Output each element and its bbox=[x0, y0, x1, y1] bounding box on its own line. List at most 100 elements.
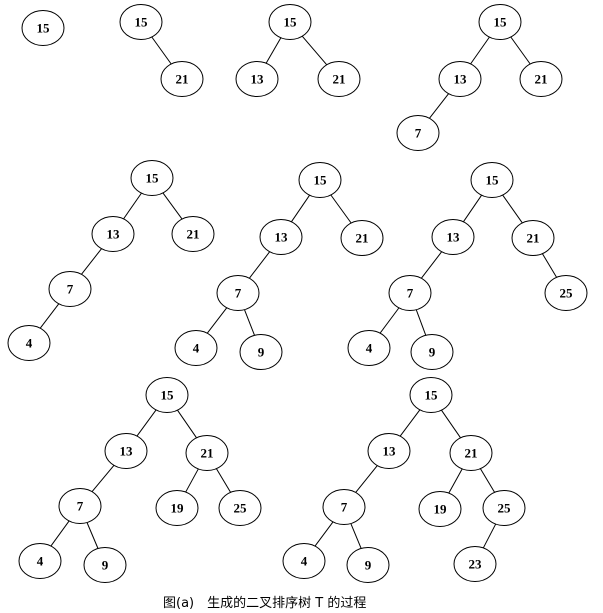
tree-node-7: 7 bbox=[216, 275, 260, 311]
node-circle bbox=[470, 162, 514, 198]
tree-node-25: 25 bbox=[218, 490, 262, 526]
edge-15-13 bbox=[399, 409, 421, 437]
edge-15-21 bbox=[510, 36, 531, 65]
node-value: 9 bbox=[258, 345, 265, 360]
node-value: 15 bbox=[494, 15, 508, 30]
node-circle bbox=[130, 160, 174, 196]
tree-node-13: 13 bbox=[104, 433, 148, 469]
node-circle bbox=[218, 490, 262, 526]
tree-node-13: 13 bbox=[431, 219, 475, 255]
node-circle bbox=[409, 377, 453, 413]
tree-node-21: 21 bbox=[519, 61, 563, 97]
node-circle bbox=[21, 10, 65, 46]
figure-caption: 图(a) 生成的二叉排序树 T 的过程 bbox=[163, 596, 367, 611]
edge-15-13 bbox=[136, 409, 157, 437]
node-value: 9 bbox=[365, 558, 372, 573]
node-circle bbox=[239, 334, 283, 370]
edge-15-13 bbox=[265, 37, 282, 64]
tree-step-6: 15 13 21 7 4 9 bbox=[174, 162, 384, 370]
edge-15-21 bbox=[502, 194, 523, 224]
tree-node-15: 15 bbox=[130, 160, 174, 196]
edge-15-13 bbox=[462, 194, 483, 223]
node-value: 23 bbox=[469, 557, 483, 572]
edge-7-9 bbox=[350, 523, 362, 549]
node-value: 13 bbox=[251, 72, 265, 87]
node-circle bbox=[216, 275, 260, 311]
node-circle bbox=[431, 219, 475, 255]
tree-node-9: 9 bbox=[239, 334, 283, 370]
tree-node-19: 19 bbox=[155, 490, 199, 526]
tree-node-7: 7 bbox=[48, 271, 92, 307]
edge-13-7 bbox=[420, 251, 443, 279]
tree-node-21: 21 bbox=[511, 220, 555, 256]
node-circle bbox=[268, 4, 312, 40]
node-value: 4 bbox=[37, 554, 44, 569]
node-circle bbox=[322, 489, 366, 525]
edge-15-13 bbox=[290, 194, 311, 223]
node-value: 21 bbox=[176, 72, 189, 87]
node-value: 7 bbox=[407, 286, 414, 301]
edge-7-4 bbox=[50, 520, 70, 547]
tree-node-15: 15 bbox=[21, 10, 65, 46]
node-circle bbox=[367, 433, 411, 469]
node-circle bbox=[259, 219, 303, 255]
tree-node-21: 21 bbox=[449, 435, 493, 471]
node-value: 21 bbox=[535, 72, 548, 87]
node-circle bbox=[91, 216, 135, 252]
node-value: 25 bbox=[498, 501, 512, 516]
node-circle bbox=[544, 275, 588, 311]
tree-node-4: 4 bbox=[174, 330, 218, 366]
node-value: 13 bbox=[383, 444, 397, 459]
tree-node-13: 13 bbox=[367, 433, 411, 469]
node-circle bbox=[396, 115, 440, 151]
edge-21-19 bbox=[185, 468, 199, 493]
node-circle bbox=[18, 543, 62, 579]
node-value: 15 bbox=[37, 21, 51, 36]
tree-node-7: 7 bbox=[388, 275, 432, 311]
node-circle bbox=[340, 220, 384, 256]
tree-node-25: 25 bbox=[544, 275, 588, 311]
node-value: 21 bbox=[465, 446, 478, 461]
tree-node-15: 15 bbox=[298, 162, 342, 198]
node-circle bbox=[174, 330, 218, 366]
node-value: 21 bbox=[201, 446, 214, 461]
node-circle bbox=[478, 4, 522, 40]
node-value: 15 bbox=[161, 388, 175, 403]
tree-node-13: 13 bbox=[259, 219, 303, 255]
tree-node-9: 9 bbox=[83, 547, 127, 583]
node-circle bbox=[282, 543, 326, 579]
node-circle bbox=[449, 435, 493, 471]
node-circle bbox=[410, 334, 454, 370]
node-value: 4 bbox=[26, 336, 33, 351]
node-value: 7 bbox=[341, 500, 348, 515]
node-value: 21 bbox=[187, 227, 200, 242]
edge-15-13 bbox=[470, 36, 490, 65]
edge-15-21 bbox=[330, 194, 352, 224]
node-circle bbox=[119, 4, 163, 40]
edge-21-25 bbox=[541, 253, 558, 278]
edge-25-23 bbox=[482, 523, 497, 549]
node-value: 15 bbox=[146, 171, 160, 186]
edge-7-4 bbox=[39, 303, 60, 329]
node-value: 4 bbox=[193, 341, 200, 356]
node-value: 7 bbox=[77, 499, 84, 514]
node-value: 7 bbox=[67, 282, 74, 297]
edge-7-9 bbox=[86, 522, 99, 549]
node-value: 9 bbox=[102, 558, 109, 573]
edge-7-9 bbox=[415, 309, 427, 336]
node-value: 9 bbox=[429, 345, 436, 360]
node-value: 19 bbox=[171, 501, 185, 516]
node-circle bbox=[160, 61, 204, 97]
edge-13-7 bbox=[248, 251, 271, 279]
node-value: 13 bbox=[275, 230, 289, 245]
tree-node-19: 19 bbox=[418, 491, 462, 527]
tree-step-5: 15 13 21 7 4 bbox=[7, 160, 215, 361]
edge-13-7 bbox=[91, 465, 115, 492]
node-value: 13 bbox=[107, 227, 121, 242]
edge-7-4 bbox=[379, 307, 400, 334]
node-circle bbox=[418, 491, 462, 527]
edge-7-4 bbox=[206, 307, 228, 334]
